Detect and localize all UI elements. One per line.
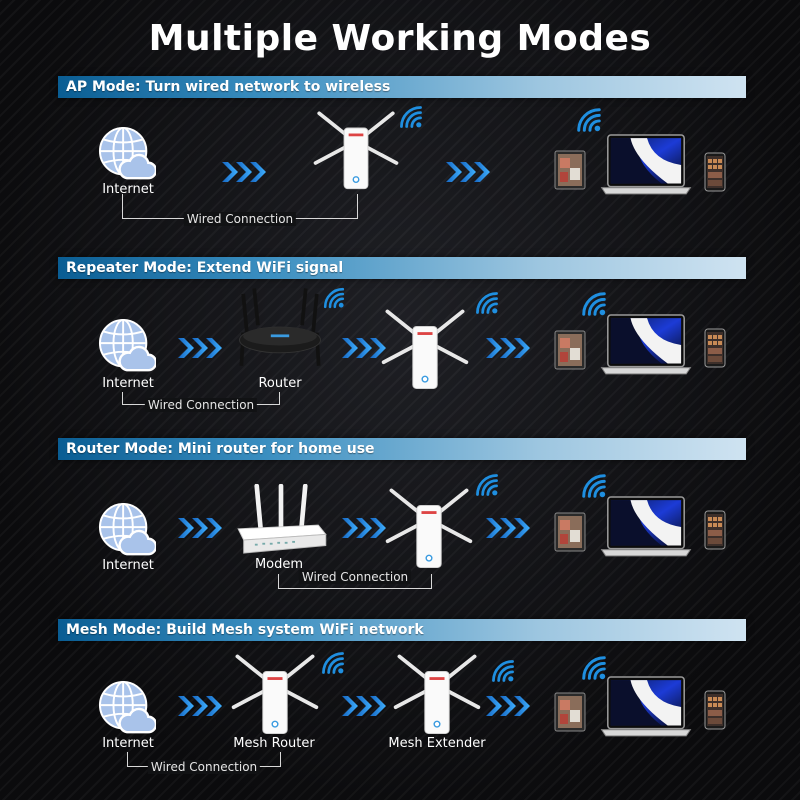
mesh-router-label: Mesh Router [233,736,315,751]
globe-icon [98,502,156,560]
chevron-arrows-icon [176,336,224,360]
chevron-arrows-icon [340,694,388,718]
laptop-icon [598,496,694,560]
chevron-arrows-icon [176,694,224,718]
mesh-mode-banner: Mesh Mode: Build Mesh system WiFi networ… [58,619,746,641]
extender-icon [378,306,472,394]
wifi-icon [322,286,346,310]
extender-icon [382,486,476,572]
extender-icon [390,652,484,738]
router-label: Router [258,376,302,391]
router-icon [234,284,326,372]
page-title: Multiple Working Modes [148,18,652,59]
modem-label: Modem [254,557,304,572]
chevron-arrows-icon [484,516,532,540]
ap-mode-title: AP Mode: Turn wired network to wireless [66,79,391,95]
chevron-arrows-icon [220,160,268,184]
laptop-icon [598,134,694,198]
wifi-icon [320,650,346,676]
wired-connection-line: Wired Connection [278,570,432,589]
globe-icon [98,680,156,738]
router-mode-title: Router Mode: Mini router for home use [66,441,375,457]
wired-connection-line: Wired Connection [122,194,358,226]
wifi-icon [575,106,603,134]
repeater-mode-title: Repeater Mode: Extend WiFi signal [66,260,344,276]
ap-mode-banner: AP Mode: Turn wired network to wireless [58,76,746,98]
wired-connection-label: Wired Connection [183,212,297,226]
repeater-mode-banner: Repeater Mode: Extend WiFi signal [58,257,746,279]
laptop-icon [598,676,694,740]
wifi-icon [398,104,424,130]
router-mode-banner: Router Mode: Mini router for home use [58,438,746,460]
laptop-icon [598,314,694,378]
internet-label: Internet [102,376,154,391]
internet-label: Internet [102,736,154,751]
internet-label: Internet [102,558,154,573]
mesh-mode-title: Mesh Mode: Build Mesh system WiFi networ… [66,622,424,638]
phone-icon [704,150,726,194]
phone-icon [704,688,726,732]
extender-icon [310,108,402,194]
globe-icon [98,126,156,184]
tablet-icon [554,330,586,370]
tablet-icon [554,512,586,552]
wired-connection-label: Wired Connection [144,398,258,412]
wired-connection-line: Wired Connection [127,752,281,774]
globe-icon [98,318,156,376]
chevron-arrows-icon [484,694,532,718]
tablet-icon [554,692,586,732]
chevron-arrows-icon [484,336,532,360]
chevron-arrows-icon [444,160,492,184]
tablet-icon [554,150,586,190]
wired-connection-label: Wired Connection [147,760,261,774]
extender-icon [228,652,322,738]
modem-icon [234,484,328,568]
chevron-arrows-icon [340,516,388,540]
internet-label: Internet [102,182,154,197]
wifi-icon [490,658,516,684]
wired-connection-label: Wired Connection [298,570,412,584]
chevron-arrows-icon [176,516,224,540]
wired-connection-line: Wired Connection [122,392,280,412]
phone-icon [704,508,726,552]
wifi-icon [474,472,500,498]
mesh-extender-label: Mesh Extender [388,736,486,751]
wifi-icon [474,290,500,316]
phone-icon [704,326,726,370]
